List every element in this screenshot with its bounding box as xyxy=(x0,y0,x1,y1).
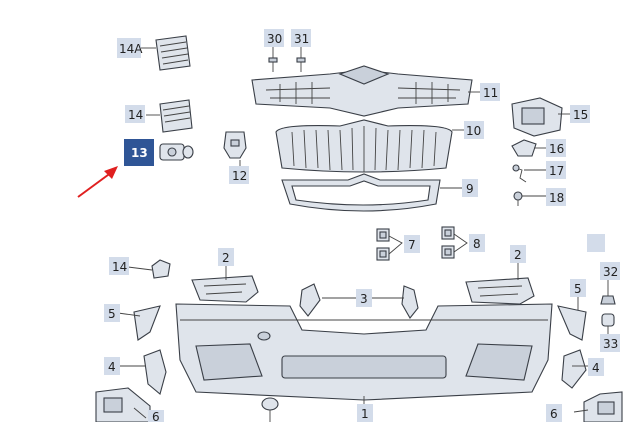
callout-4-left: 4 xyxy=(104,357,120,375)
part-16-drawing xyxy=(511,139,537,157)
part-18-drawing xyxy=(513,191,523,206)
callout-2-right: 2 xyxy=(510,245,526,263)
part-3-left-drawing xyxy=(299,283,321,317)
part-2-left-drawing xyxy=(191,275,259,303)
part-2-right-drawing xyxy=(465,277,535,305)
part-10-drawing xyxy=(275,119,453,173)
part-14-lower-drawing xyxy=(151,259,171,279)
callout-5-right-text: 5 xyxy=(574,282,582,296)
callout-33: 33 xyxy=(600,334,620,352)
part-15-drawing xyxy=(511,97,563,137)
callout-14-lower-text: 14 xyxy=(112,260,127,274)
callout-13-text: 13 xyxy=(131,146,148,160)
callout-3: 3 xyxy=(356,289,372,307)
callout-18-text: 18 xyxy=(549,191,564,205)
tow-cap-drawing xyxy=(261,397,279,411)
part-6-right-drawing xyxy=(583,391,623,422)
callout-6-right: 6 xyxy=(546,404,562,422)
part-8-pads xyxy=(441,226,455,259)
callout-32: 32 xyxy=(600,262,620,280)
callout-30-text: 30 xyxy=(267,32,282,46)
callout-14-upper-text: 14 xyxy=(128,108,143,122)
part-6-left-drawing xyxy=(95,387,151,422)
callout-12-text: 12 xyxy=(232,169,247,183)
callout-2-left-text: 2 xyxy=(222,251,230,265)
callout-14-lower: 14 xyxy=(109,257,129,275)
part-4-left-drawing xyxy=(143,349,167,395)
part-5-right-drawing xyxy=(557,305,587,341)
callout-31-text: 31 xyxy=(294,32,309,46)
callout-17-text: 17 xyxy=(549,164,564,178)
callout-9: 9 xyxy=(462,179,478,197)
empty-tag xyxy=(587,234,605,252)
callout-16-text: 16 xyxy=(549,142,564,156)
callout-6-left: 6 xyxy=(148,410,164,422)
callout-13: 13 xyxy=(124,139,154,166)
callout-1: 1 xyxy=(357,404,373,422)
callout-7-text: 7 xyxy=(408,238,416,252)
callout-16: 16 xyxy=(546,139,566,157)
callout-15: 15 xyxy=(570,105,590,123)
callout-6-left-text: 6 xyxy=(152,410,160,422)
callout-1-text: 1 xyxy=(361,407,369,421)
callout-2-left: 2 xyxy=(218,248,234,266)
callout-11-text: 11 xyxy=(483,86,498,100)
callout-15-text: 15 xyxy=(573,108,588,122)
callout-32-text: 32 xyxy=(603,265,618,279)
part-11-drawing xyxy=(251,65,473,117)
callout-2-right-text: 2 xyxy=(514,248,522,262)
part-5-left-drawing xyxy=(133,305,161,341)
callout-7: 7 xyxy=(404,235,420,253)
callout-31: 31 xyxy=(291,29,311,47)
callout-9-text: 9 xyxy=(466,182,474,196)
part-3-right-drawing xyxy=(401,285,419,319)
callout-18: 18 xyxy=(546,188,566,206)
callout-3-text: 3 xyxy=(360,292,368,306)
part-17-drawing xyxy=(512,164,527,183)
part-9-drawing xyxy=(281,173,441,212)
part-14a-drawing xyxy=(155,35,191,71)
part-14-upper-drawing xyxy=(159,99,193,133)
part-32-screw xyxy=(600,286,616,305)
callout-8: 8 xyxy=(469,234,485,252)
callout-10: 10 xyxy=(464,121,484,139)
callout-11: 11 xyxy=(480,83,500,101)
callout-12: 12 xyxy=(229,166,249,184)
part-4-right-drawing xyxy=(561,349,587,389)
callout-5-left: 5 xyxy=(104,304,120,322)
callout-30: 30 xyxy=(264,29,284,47)
callout-6-right-text: 6 xyxy=(550,407,558,421)
callout-10-text: 10 xyxy=(466,124,481,138)
callout-17: 17 xyxy=(546,161,566,179)
part-30-screw xyxy=(268,57,278,72)
part-12-drawing xyxy=(223,131,247,159)
callout-8-text: 8 xyxy=(473,237,481,251)
callout-14a-text: 14A xyxy=(119,42,143,56)
part-7-pads xyxy=(376,228,390,261)
callout-5-left-text: 5 xyxy=(108,307,116,321)
callout-14a: 14A xyxy=(117,38,143,58)
callout-33-text: 33 xyxy=(603,337,618,351)
highlight-arrow xyxy=(77,166,118,198)
callout-4-right-text: 4 xyxy=(592,361,600,375)
part-31-screw xyxy=(296,57,306,72)
part-1-bumper-drawing xyxy=(175,303,553,401)
callout-14-upper: 14 xyxy=(125,105,145,123)
part-13-drawing xyxy=(159,143,194,161)
callout-4-right: 4 xyxy=(588,358,604,376)
callout-5-right: 5 xyxy=(570,279,586,297)
callout-4-left-text: 4 xyxy=(108,360,116,374)
part-33-clip xyxy=(601,313,615,327)
